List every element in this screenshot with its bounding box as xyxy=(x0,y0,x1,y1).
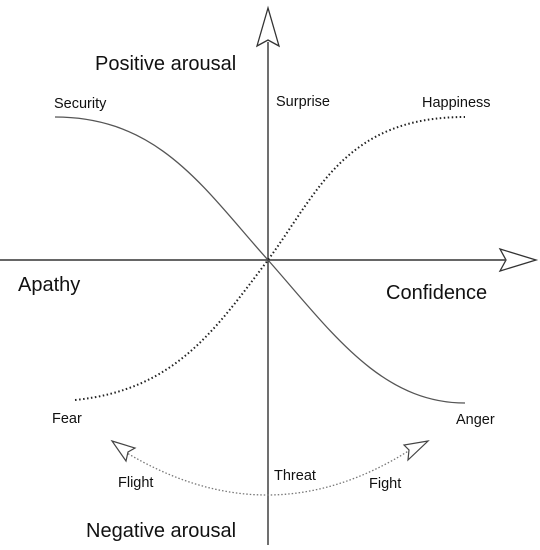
happiness-label: Happiness xyxy=(422,95,491,111)
flight-label: Flight xyxy=(118,475,153,491)
fear-happiness-curve xyxy=(74,116,466,401)
anger-label: Anger xyxy=(456,412,495,428)
fight-label: Fight xyxy=(369,476,401,492)
vertical-axis-arrowhead xyxy=(255,5,281,48)
security-anger-curve xyxy=(54,116,466,404)
apathy-label: Apathy xyxy=(18,274,80,296)
fear-label: Fear xyxy=(52,411,82,427)
confidence-label: Confidence xyxy=(386,282,487,304)
negative-arousal-label: Negative arousal xyxy=(86,520,236,542)
security-label: Security xyxy=(54,96,107,112)
horizontal-axis-arrowhead xyxy=(498,247,539,273)
flight-arrowhead xyxy=(110,439,137,463)
surprise-label: Surprise xyxy=(276,94,330,110)
fight-arrowhead xyxy=(402,440,430,462)
threat-label: Threat xyxy=(274,468,316,484)
threat-arc xyxy=(121,449,411,496)
positive-arousal-label: Positive arousal xyxy=(95,53,236,75)
